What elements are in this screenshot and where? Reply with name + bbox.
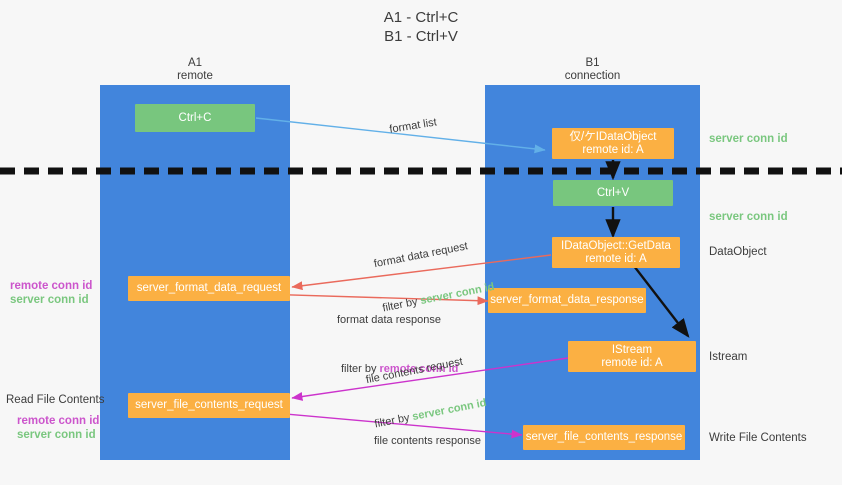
lane-header-b1: B1 connection — [564, 57, 621, 82]
page-title: A1 - Ctrl+C B1 - Ctrl+V — [383, 9, 459, 45]
node-getdata-line2: remote id: A — [585, 252, 647, 265]
node-server-file-contents-request[interactable]: server_file_contents_request — [128, 393, 290, 418]
flow-label-format-list: format list — [374, 101, 440, 155]
flow-label-format-data-request-title: format data request — [372, 240, 469, 271]
flow-label-format-data-response-title: format data response — [337, 314, 441, 326]
node-server-format-data-response[interactable]: server_format_data_response — [488, 288, 646, 313]
flow-label-format-data-response: format data response filter by remote co… — [337, 283, 458, 407]
label-remote-conn-id-2: remote conn id — [17, 415, 100, 427]
flow-label-file-contents-response-title: file contents response — [374, 435, 482, 447]
flow-label-format-data-response-filter: filter by remote conn id — [341, 362, 458, 377]
node-server-format-data-response-label: server_format_data_response — [490, 294, 644, 306]
node-istream-line1: IStream — [611, 343, 653, 356]
node-istream[interactable]: IStream remote id: A — [568, 341, 696, 372]
label-istream: Istream — [709, 351, 748, 363]
node-ctrl-c[interactable]: Ctrl+C — [135, 104, 255, 132]
flow-label-file-contents-request-title: file contents request — [364, 355, 464, 387]
node-server-file-contents-request-label: server_file_contents_request — [135, 399, 283, 411]
filter-key-remote-conn-id: remote conn id — [379, 363, 459, 375]
filter-prefix: filter by — [341, 363, 380, 375]
label-remote-conn-id-1: remote conn id — [10, 280, 93, 292]
node-ctrl-c-label: Ctrl+C — [178, 111, 212, 124]
node-istream-line2: remote id: A — [601, 356, 663, 369]
lane-header-a1: A1 remote — [177, 57, 213, 82]
node-idataobject-top-line1: 仅/ケIDataObject — [569, 130, 657, 143]
flow-label-file-contents-response: file contents response filter by remote … — [344, 404, 481, 485]
label-server-conn-id-mid: server conn id — [709, 211, 788, 223]
node-server-file-contents-response-label: server_file_contents_response — [525, 431, 683, 443]
label-server-conn-id-2: server conn id — [17, 429, 96, 441]
label-server-conn-id-1: server conn id — [10, 294, 89, 306]
node-server-format-data-request[interactable]: server_format_data_request — [128, 276, 290, 301]
node-getdata-line1: IDataObject::GetData — [561, 239, 671, 252]
label-dataobject: DataObject — [709, 246, 767, 258]
node-server-file-contents-response[interactable]: server_file_contents_response — [523, 425, 685, 450]
label-write-file-contents: Write File Contents — [709, 432, 807, 444]
flow-label-format-list-text: format list — [388, 116, 438, 136]
node-idataobject-top[interactable]: 仅/ケIDataObject remote id: A — [552, 128, 674, 159]
node-server-format-data-request-label: server_format_data_request — [136, 282, 282, 294]
node-ctrl-v[interactable]: Ctrl+V — [553, 180, 673, 206]
label-server-conn-id-top: server conn id — [709, 133, 788, 145]
label-read-file-contents: Read File Contents — [6, 394, 105, 406]
node-idataobject-top-line2: remote id: A — [582, 143, 644, 156]
node-idataobject-getdata[interactable]: IDataObject::GetData remote id: A — [552, 237, 680, 268]
node-ctrl-v-label: Ctrl+V — [596, 186, 630, 199]
